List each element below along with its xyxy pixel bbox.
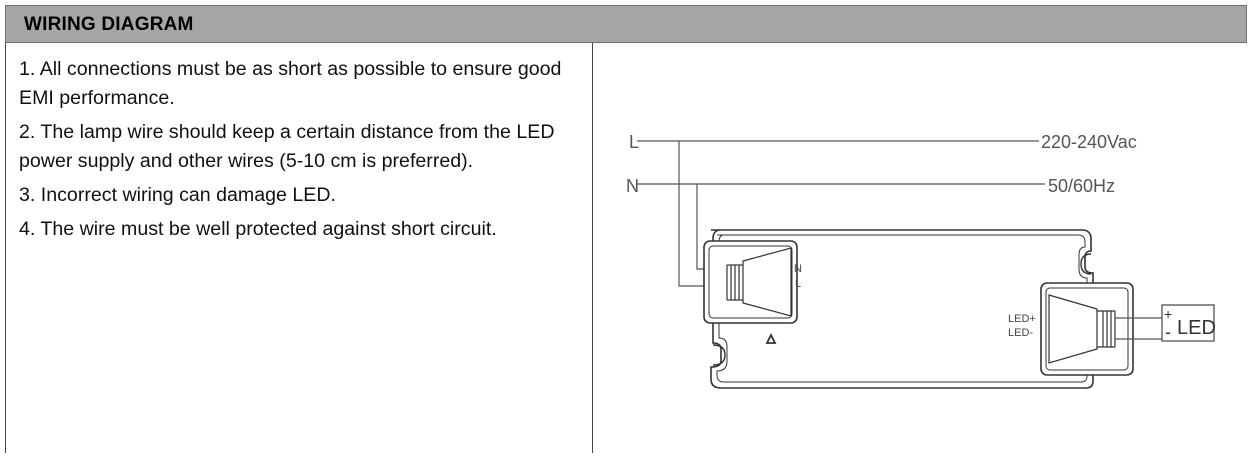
wiring-notes-list: 1. All connections must be as short as p… (19, 55, 589, 249)
load-plus-sign: + (1164, 306, 1172, 322)
wiring-diagram: L N 220-240Vac 50/60Hz N L LED+ LED- + -… (626, 132, 1216, 389)
led-load-box (1161, 304, 1215, 342)
output-terminal-block (1040, 282, 1134, 376)
led-minus-terminal-label: LED- (1008, 327, 1033, 339)
terminal-n-label: N (794, 263, 802, 275)
input-n-label: N (626, 176, 639, 196)
led-plus-terminal-label: LED+ (1008, 313, 1036, 325)
load-minus-sign: - (1165, 322, 1171, 342)
voltage-label: 220-240Vac (1041, 132, 1137, 152)
wiring-diagram-panel: L N 220-240Vac 50/60Hz N L LED+ LED- + -… (593, 43, 1247, 453)
input-l-label: L (629, 132, 639, 152)
section-title: WIRING DIAGRAM (24, 14, 194, 35)
section-header: WIRING DIAGRAM (5, 5, 1247, 43)
led-driver (710, 229, 1094, 389)
wiring-note-2: 2. The lamp wire should keep a certain d… (19, 121, 555, 172)
warning-triangle-icon (765, 332, 777, 344)
wiring-note-1: 1. All connections must be as short as p… (19, 58, 562, 109)
wiring-notes-panel: 1. All connections must be as short as p… (5, 43, 593, 453)
input-terminal-block (703, 240, 798, 324)
wiring-note-4: 4. The wire must be well protected again… (19, 218, 497, 240)
led-load-label: LED (1177, 317, 1216, 339)
wiring-note-3: 3. Incorrect wiring can damage LED. (19, 184, 336, 206)
frequency-label: 50/60Hz (1048, 176, 1115, 196)
terminal-l-label: L (795, 278, 801, 290)
